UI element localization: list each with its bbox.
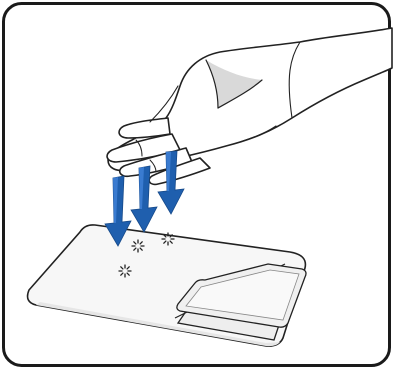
illustration-frame	[0, 0, 393, 369]
gesture-illustration	[0, 0, 393, 369]
